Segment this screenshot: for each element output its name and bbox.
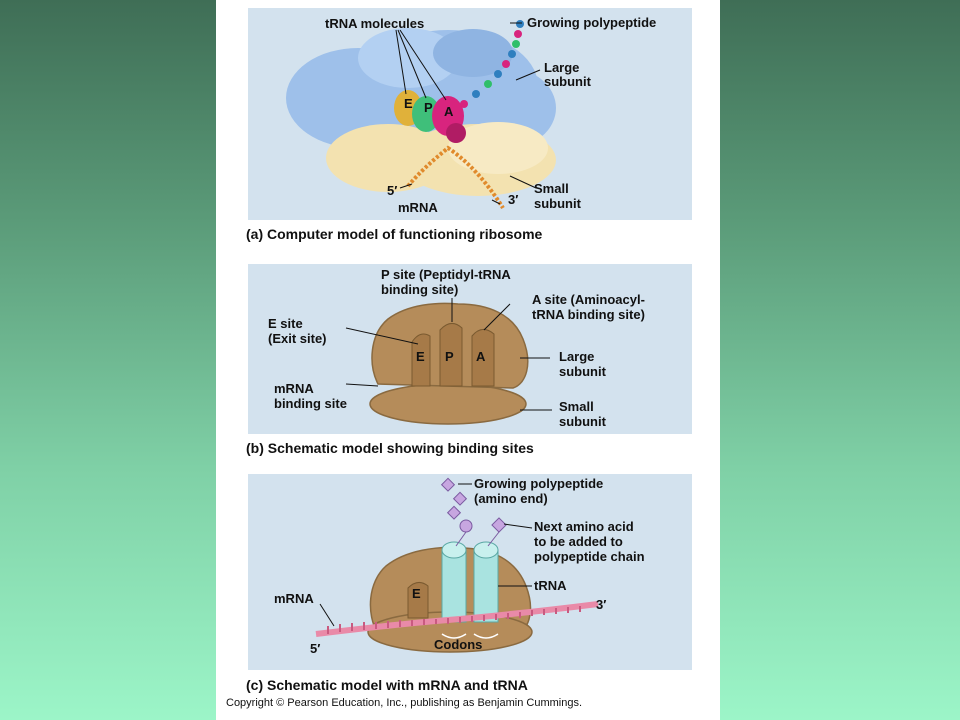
label-trna-molecules: tRNA molecules — [325, 16, 425, 31]
panel-c-schematic-mrna-trna: E — [248, 474, 692, 670]
label-growing-polypeptide-line2: (amino end) — [474, 491, 548, 506]
caption-panel-c: (c) Schematic model with mRNA and tRNA — [246, 677, 528, 693]
label-e-site-line1: E site — [268, 316, 303, 331]
label-next-amino-acid-line2: to be added to — [534, 534, 623, 549]
label-a-site-line2: tRNA binding site) — [532, 307, 645, 322]
label-e-site-line2: (Exit site) — [268, 331, 327, 346]
panel-a-computer-model: E P A tRNA molecules Growing polypeptide… — [248, 8, 692, 220]
label-next-amino-acid-line3: polypeptide chain — [534, 549, 645, 564]
binding-sites-group — [411, 323, 495, 387]
label-five-prime: 5′ — [387, 183, 398, 198]
label-mrna-binding-line2: binding site — [274, 396, 347, 411]
label-next-amino-acid-line1: Next amino acid — [534, 519, 634, 534]
slide-sheet: E P A tRNA molecules Growing polypeptide… — [216, 0, 720, 720]
label-trna: tRNA — [534, 578, 567, 593]
panel-b-leader-lines — [345, 298, 552, 411]
label-small-subunit-line2: subunit — [534, 196, 581, 211]
model-site-e-letter: E — [404, 96, 413, 111]
panel-a-leader-lines — [395, 22, 541, 205]
label-mrna: mRNA — [398, 200, 438, 215]
ribosome-mrna-trna-graphic: E — [315, 477, 599, 653]
ribosome-schematic-graphic: E P A — [345, 298, 552, 425]
label-large-subunit-line1: Large — [559, 349, 595, 364]
schematic-site-e-letter: E — [412, 586, 421, 601]
trna-cylinders — [441, 541, 499, 623]
label-small-subunit-line1: Small — [534, 181, 569, 196]
next-amino-acid — [487, 517, 507, 547]
trna-cluster-model — [394, 90, 466, 143]
schematic-site-p-letter: P — [445, 349, 454, 364]
copyright-notice: Copyright © Pearson Education, Inc., pub… — [226, 697, 583, 709]
label-large-subunit-line1: Large — [544, 60, 580, 75]
label-growing-polypeptide: Growing polypeptide — [527, 15, 657, 30]
schematic-site-a-letter: A — [476, 349, 486, 364]
polypeptide-chain-model — [460, 20, 524, 108]
schematic-site-e-letter: E — [416, 349, 425, 364]
model-site-p-letter: P — [424, 100, 433, 115]
panel-b-schematic-binding-sites: E P A P site (Peptidyl-tRNA binding site… — [248, 264, 692, 434]
label-five-prime: 5′ — [310, 641, 321, 656]
caption-panel-b: (b) Schematic model showing binding site… — [246, 440, 534, 456]
panel-c-leader-lines — [319, 483, 533, 627]
label-p-site-line1: P site (Peptidyl-tRNA — [381, 267, 511, 282]
label-three-prime: 3′ — [596, 597, 607, 612]
label-large-subunit-line2: subunit — [559, 364, 606, 379]
codon-braces — [441, 633, 499, 639]
e-site-tube — [407, 582, 429, 619]
label-p-site-line2: binding site) — [381, 282, 459, 297]
caption-panel-a: (a) Computer model of functioning riboso… — [246, 226, 543, 242]
mrna-strand-model — [406, 145, 505, 210]
small-subunit-shape — [369, 383, 527, 425]
growing-polypeptide-chain — [440, 477, 473, 547]
label-large-subunit-line2: subunit — [544, 74, 591, 89]
ribosome-computer-model-graphic: E P A — [286, 20, 556, 210]
label-a-site-line1: A site (Aminoacyl- — [532, 292, 645, 307]
label-codons: Codons — [434, 637, 483, 652]
label-small-subunit-line2: subunit — [559, 414, 606, 429]
label-growing-polypeptide-line1: Growing polypeptide — [474, 476, 604, 491]
label-mrna-binding-line1: mRNA — [274, 381, 314, 396]
label-small-subunit-line1: Small — [559, 399, 594, 414]
model-site-a-letter: A — [444, 104, 454, 119]
mrna-strand — [315, 601, 599, 637]
label-three-prime: 3′ — [508, 192, 519, 207]
label-mrna: mRNA — [274, 591, 314, 606]
